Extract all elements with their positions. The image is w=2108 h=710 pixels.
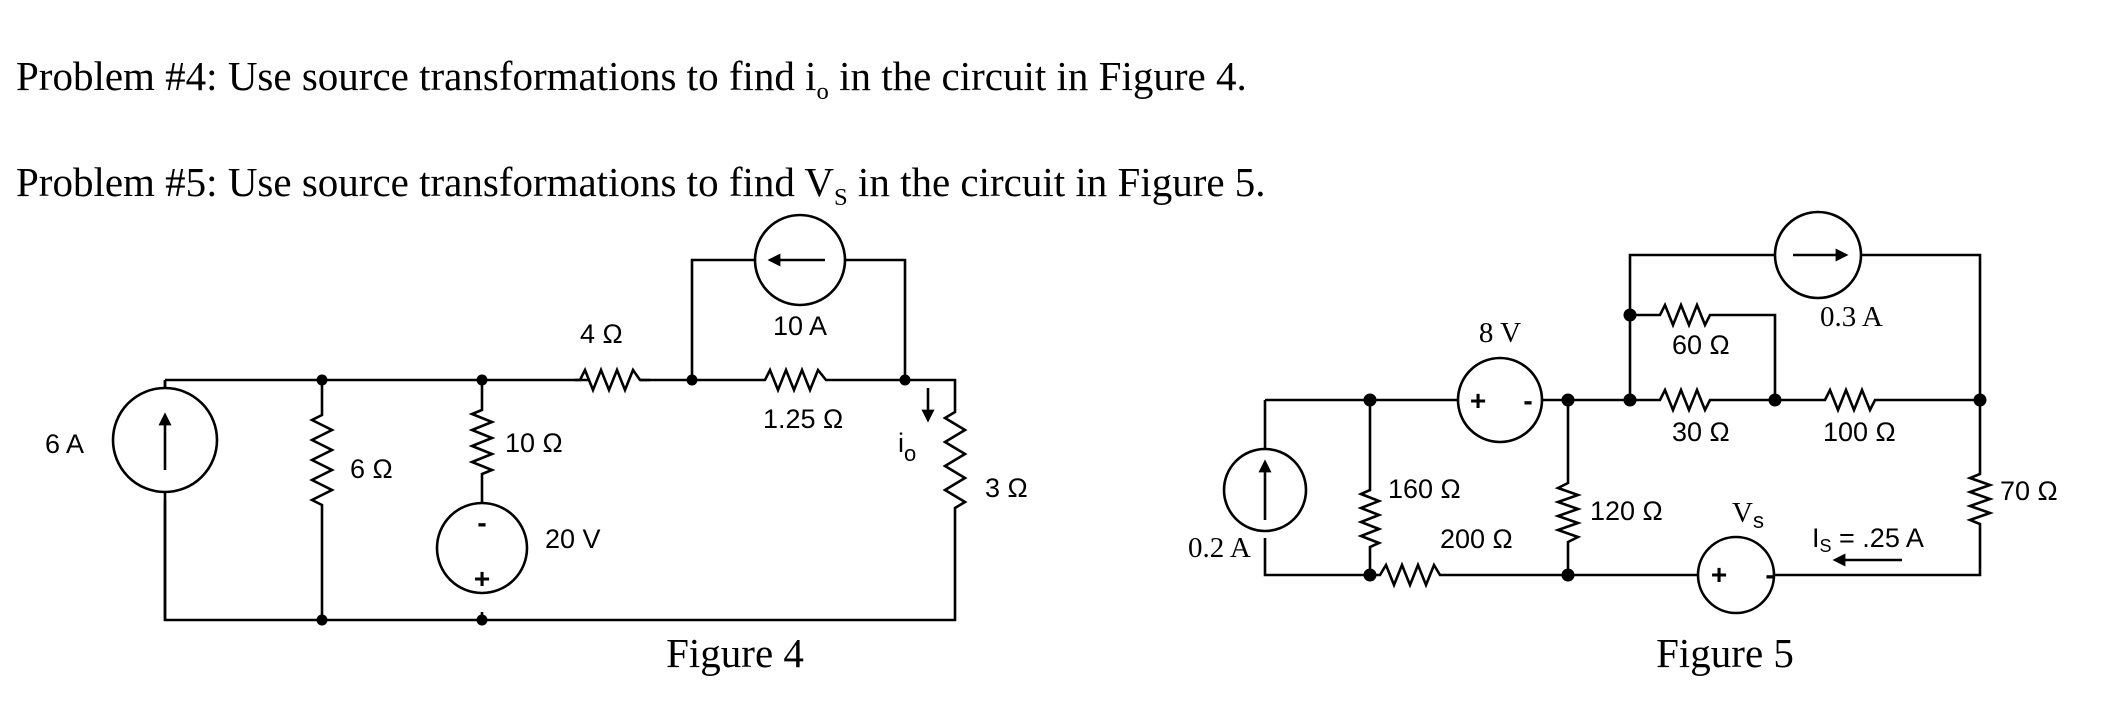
fig5-resistor-30 <box>1655 386 1715 414</box>
fig5-resistor-120 <box>1554 478 1582 548</box>
fig5-vs-plus-sign: + <box>1711 559 1727 590</box>
fig4-label-10-ohm: 10 Ω <box>505 428 563 458</box>
fig4-label-10a: 10 A <box>773 311 827 341</box>
fig5-voltage-source-8v <box>1456 356 1544 444</box>
fig5-voltage-source-vs <box>1696 535 1776 615</box>
fig4-label-1-25-ohm: 1.25 Ω <box>763 404 843 434</box>
fig4-right-top-wire <box>905 378 957 405</box>
fig4-label-4-ohm: 4 Ω <box>580 319 623 349</box>
fig5-bottom-right-wire <box>1568 530 1982 577</box>
fig4-resistor-6 <box>309 405 335 525</box>
fig4-resistor-4 <box>575 366 650 394</box>
fig5-8v-minus-sign: - <box>1523 385 1532 416</box>
figure-4-circuit: - + 6 A 6 Ω 10 Ω 20 V 4 Ω 10 A 1.25 Ω 3 … <box>45 213 1028 676</box>
problem-5-subscript: S <box>833 184 848 212</box>
fig5-resistor-100 <box>1820 386 1880 414</box>
fig5-resistor-200 <box>1370 561 1442 589</box>
fig4-node <box>476 614 488 626</box>
fig5-node <box>1561 568 1575 582</box>
fig5-node <box>1561 393 1575 407</box>
fig4-label-6a: 6 A <box>45 429 84 459</box>
fig4-node <box>316 614 328 626</box>
fig5-label-160-ohm: 160 Ω <box>1388 474 1461 504</box>
fig5-label-200-ohm: 200 Ω <box>1440 524 1513 554</box>
fig4-caption: Figure 4 <box>666 630 804 676</box>
fig5-node <box>1623 308 1637 322</box>
fig5-top-loop-wire <box>1628 253 1982 400</box>
fig4-resistor-3 <box>942 405 968 525</box>
fig5-label-0-3a: 0.3 A <box>1820 301 1883 333</box>
fig4-vsrc-minus-sign: - <box>477 507 486 538</box>
fig4-resistor-1-25 <box>760 366 830 394</box>
fig5-8v-plus-sign: + <box>1470 385 1486 416</box>
fig4-node <box>686 374 698 386</box>
problem-5-prefix: Problem #5: Use source transformations t… <box>16 159 834 205</box>
problem-4-prefix: Problem #4: Use source transformations t… <box>16 53 817 99</box>
fig4-top-loop-wire <box>690 258 907 380</box>
fig4-label-6-ohm: 6 Ω <box>350 454 393 484</box>
fig5-caption: Figure 5 <box>1656 630 1794 676</box>
fig5-node <box>1363 568 1377 582</box>
problem-4-suffix: in the circuit in Figure 4. <box>828 53 1247 99</box>
fig5-label-is: IS = .25 A <box>1812 523 1924 556</box>
fig5-node <box>1973 393 1987 407</box>
fig5-node <box>1623 393 1637 407</box>
fig5-resistor-160 <box>1357 485 1383 550</box>
fig4-label-3-ohm: 3 Ω <box>985 473 1028 503</box>
fig5-label-8v: 8 V <box>1479 317 1521 349</box>
fig4-label-20v: 20 V <box>545 524 601 554</box>
fig4-resistor-10 <box>468 405 496 478</box>
fig5-resistor-60 <box>1655 301 1715 329</box>
fig4-label-io: io <box>898 428 916 466</box>
fig4-node <box>476 374 488 386</box>
fig5-label-vs: Vs <box>1732 497 1764 533</box>
problem-5-suffix: in the circuit in Figure 5. <box>847 159 1266 205</box>
fig4-node <box>899 374 911 386</box>
fig5-resistor-70 <box>1966 470 1994 530</box>
problem-5-text: Problem #5: Use source transformations t… <box>16 158 1266 212</box>
fig5-label-0-2a: 0.2 A <box>1188 532 1251 564</box>
problem-4-subscript: o <box>816 78 829 106</box>
fig5-label-60-ohm: 60 Ω <box>1672 330 1730 360</box>
fig5-label-120-ohm: 120 Ω <box>1590 496 1663 526</box>
fig5-label-30-ohm: 30 Ω <box>1672 417 1730 447</box>
fig4-node <box>316 374 328 386</box>
fig5-label-70-ohm: 70 Ω <box>2000 476 2058 506</box>
problem-4-text: Problem #4: Use source transformations t… <box>16 52 1247 106</box>
fig5-label-100-ohm: 100 Ω <box>1823 417 1896 447</box>
fig5-vs-minus-sign: - <box>1765 559 1774 590</box>
fig5-node <box>1363 393 1377 407</box>
fig4-vsrc-plus-sign: + <box>474 563 490 594</box>
fig4-voltage-source-20v <box>435 501 529 595</box>
fig5-node <box>1768 393 1782 407</box>
figure-5-circuit: + - + - 0.2 A 160 Ω 200 Ω 8 <box>1188 210 2058 676</box>
